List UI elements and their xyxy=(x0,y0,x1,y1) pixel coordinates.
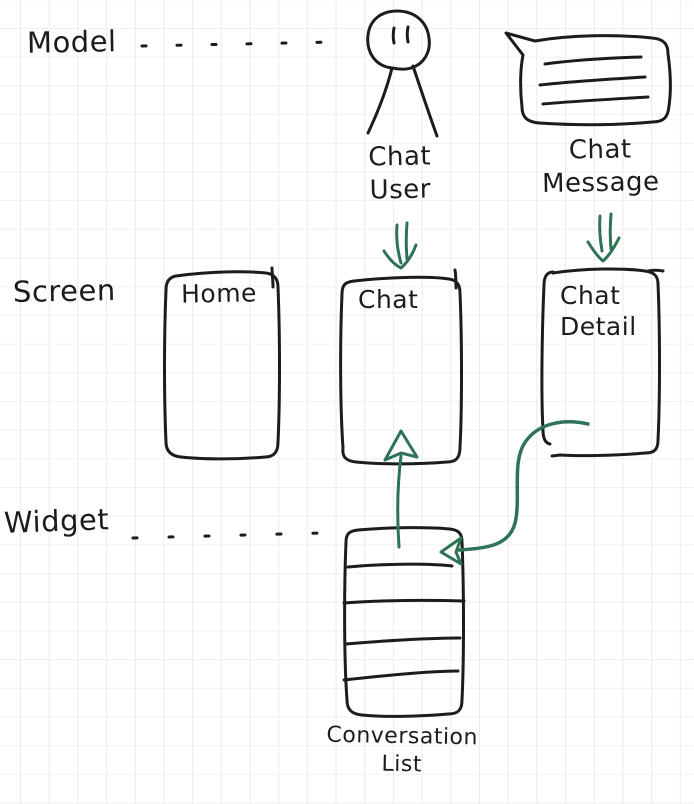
model-row-label: Model xyxy=(26,24,117,60)
chat-detail-to-conversation-list-arrow xyxy=(439,420,590,566)
conversation-list-to-chat-arrow xyxy=(383,429,419,549)
widget-row-label: Widget xyxy=(3,502,110,540)
model-row-divider xyxy=(140,40,336,48)
list-row-line xyxy=(342,598,466,605)
person-figure-icon xyxy=(366,9,439,138)
list-row-line xyxy=(344,636,462,646)
chat-user-to-chat-arrow xyxy=(382,221,418,270)
conversation-list-label: Conversation List xyxy=(326,722,479,777)
chat-message-label: Chat Message xyxy=(541,134,660,199)
chat-user-label: Chat User xyxy=(368,141,432,206)
screen-row-label: Screen xyxy=(12,273,116,309)
home-screen-label: Home xyxy=(180,278,258,309)
list-row-line xyxy=(346,562,454,569)
speech-bubble-icon xyxy=(504,31,672,127)
home-screen-box xyxy=(163,266,281,461)
chat-screen-label: Chat xyxy=(358,285,419,314)
conversation-list-widget-box xyxy=(342,526,466,718)
chat-detail-screen-box xyxy=(540,267,665,458)
chat-screen-box xyxy=(339,268,463,466)
list-row-line xyxy=(342,669,460,682)
chat-message-to-chat-detail-arrow xyxy=(586,212,621,263)
chat-detail-screen-label: Chat Detail xyxy=(560,281,637,342)
widget-row-divider xyxy=(131,531,322,540)
